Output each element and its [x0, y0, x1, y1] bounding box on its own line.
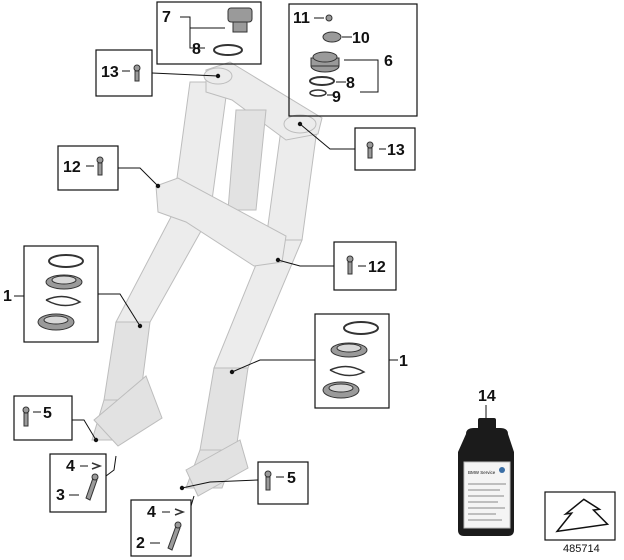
callout-2: 2	[136, 535, 145, 552]
callout-14: 14	[478, 388, 496, 405]
callout-box-bolt-12-left: 12	[57, 145, 161, 191]
callout-box-seal-kit-left: 1	[3, 245, 143, 343]
callout-6: 6	[384, 53, 393, 70]
callout-12-right: 12	[368, 259, 386, 276]
fork-oil-bottle: 14 BMW Service	[458, 388, 514, 536]
dust-seal-part	[343, 321, 379, 335]
callout-13-left: 13	[101, 64, 119, 81]
callout-5-right: 5	[287, 470, 296, 487]
pin-part	[167, 521, 182, 551]
diagram-number: 485714	[563, 543, 600, 555]
bolt-part	[346, 255, 354, 275]
callout-box-bolt-12-right: 12	[275, 241, 397, 291]
bolt-part	[366, 141, 374, 159]
callout-box-bolt-13-right: 13	[297, 121, 416, 171]
callout-9: 9	[332, 89, 341, 106]
callout-13-right: 13	[387, 142, 405, 159]
callout-8: 8	[192, 41, 201, 58]
callout-11: 11	[293, 10, 310, 27]
fork-cap-part	[227, 7, 253, 33]
bmw-logo-icon	[499, 467, 505, 473]
arrow-icon	[555, 498, 610, 533]
callout-1-left: 1	[3, 288, 12, 305]
callout-3: 3	[56, 487, 65, 504]
circlip-part	[329, 365, 366, 377]
o-ring-part	[213, 44, 243, 56]
clip-part	[174, 508, 186, 516]
adjuster-nut-part	[322, 31, 342, 43]
oil-seal-part	[45, 274, 83, 290]
fork-assembly	[91, 61, 323, 497]
bolt-part	[96, 156, 104, 176]
pin-part	[85, 473, 99, 501]
clip-part	[91, 462, 103, 470]
callout-7: 7	[162, 9, 171, 26]
callout-12-left: 12	[63, 159, 81, 176]
callout-5-left: 5	[43, 405, 52, 422]
callout-box-seal-kit-right: 1	[229, 313, 408, 409]
callout-box-cap: 7 8	[156, 1, 262, 65]
callout-box-bolt-5-left: 5	[13, 395, 99, 443]
direction-arrow-box	[544, 491, 616, 541]
spring-seat-part	[310, 51, 340, 73]
callout-box-axle-right: 4 2	[130, 495, 195, 557]
dust-seal-part	[48, 254, 84, 268]
bushing-part	[322, 381, 360, 399]
callout-8-b: 8	[346, 75, 355, 92]
callout-4-left: 4	[66, 458, 75, 475]
circlip-part	[45, 295, 82, 307]
bottle-brand-text: BMW Service	[468, 470, 496, 475]
callout-10: 10	[352, 30, 370, 47]
seal-ring-part	[309, 76, 335, 86]
oil-seal-part	[330, 342, 368, 358]
bolt-part	[264, 470, 272, 491]
bolt-part	[133, 64, 141, 82]
callout-1-right: 1	[399, 353, 408, 370]
washer-part	[309, 89, 327, 97]
bolt-part	[22, 406, 30, 427]
bottle-label	[463, 461, 511, 529]
callout-4-right: 4	[147, 504, 156, 521]
callout-box-bolt-13-left: 13	[95, 49, 221, 97]
callout-box-axle-left: 4 3	[49, 453, 117, 513]
callout-box-bolt-5-right: 5	[179, 461, 309, 505]
bushing-part	[37, 313, 75, 331]
callout-box-adjuster: 11 10 6 8 9	[288, 3, 418, 117]
